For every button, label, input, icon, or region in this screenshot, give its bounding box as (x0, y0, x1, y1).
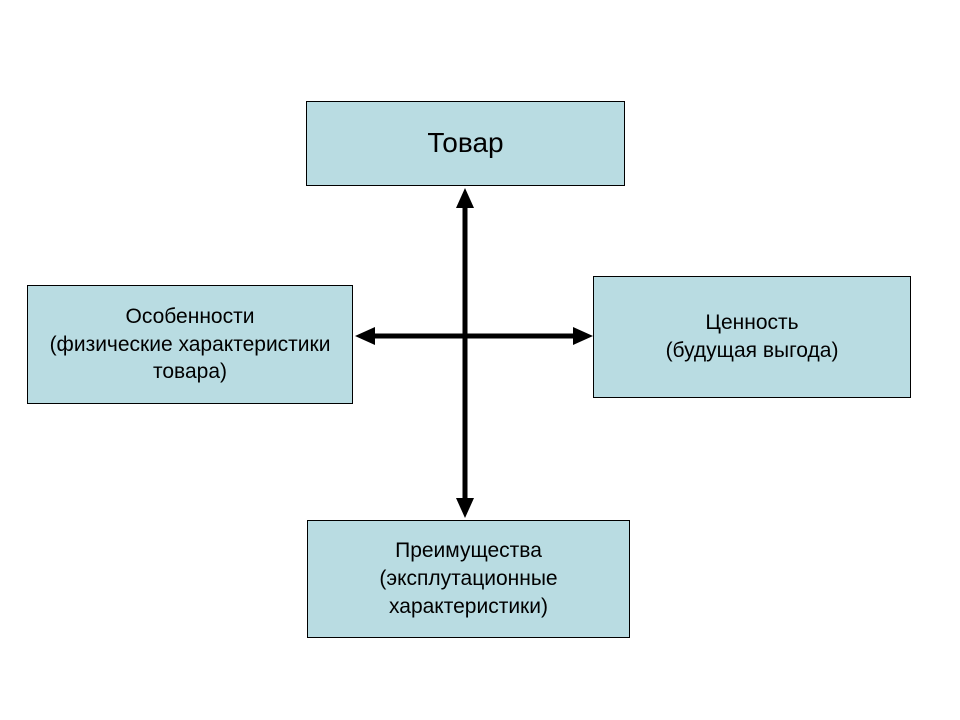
horizontal-arrow (355, 327, 593, 345)
node-features-label: Особенности (физические характеристики т… (49, 304, 331, 384)
node-features: Особенности (физические характеристики т… (27, 285, 353, 404)
node-value: Ценность (будущая выгода) (593, 276, 911, 398)
node-advantages: Преимущества (эксплутационные характерис… (307, 520, 630, 638)
node-advantages-label: Преимущества (эксплутационные характерис… (379, 539, 558, 618)
node-product-label: Товар (427, 127, 504, 159)
vertical-arrow (456, 188, 474, 518)
node-value-label: Ценность (будущая выгода) (665, 311, 839, 362)
node-product: Товар (306, 101, 625, 186)
